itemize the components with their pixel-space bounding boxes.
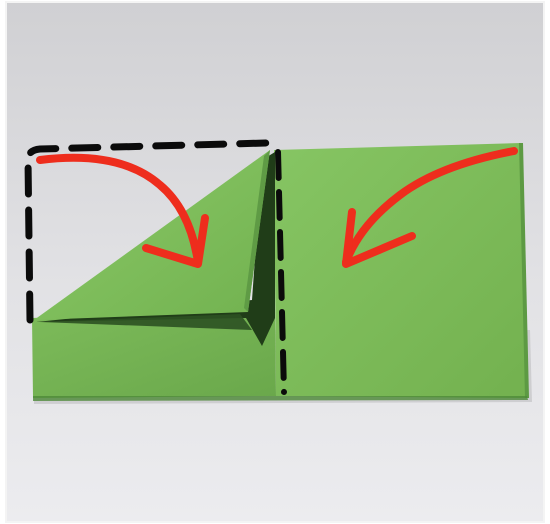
paper-right-panel <box>274 143 527 398</box>
